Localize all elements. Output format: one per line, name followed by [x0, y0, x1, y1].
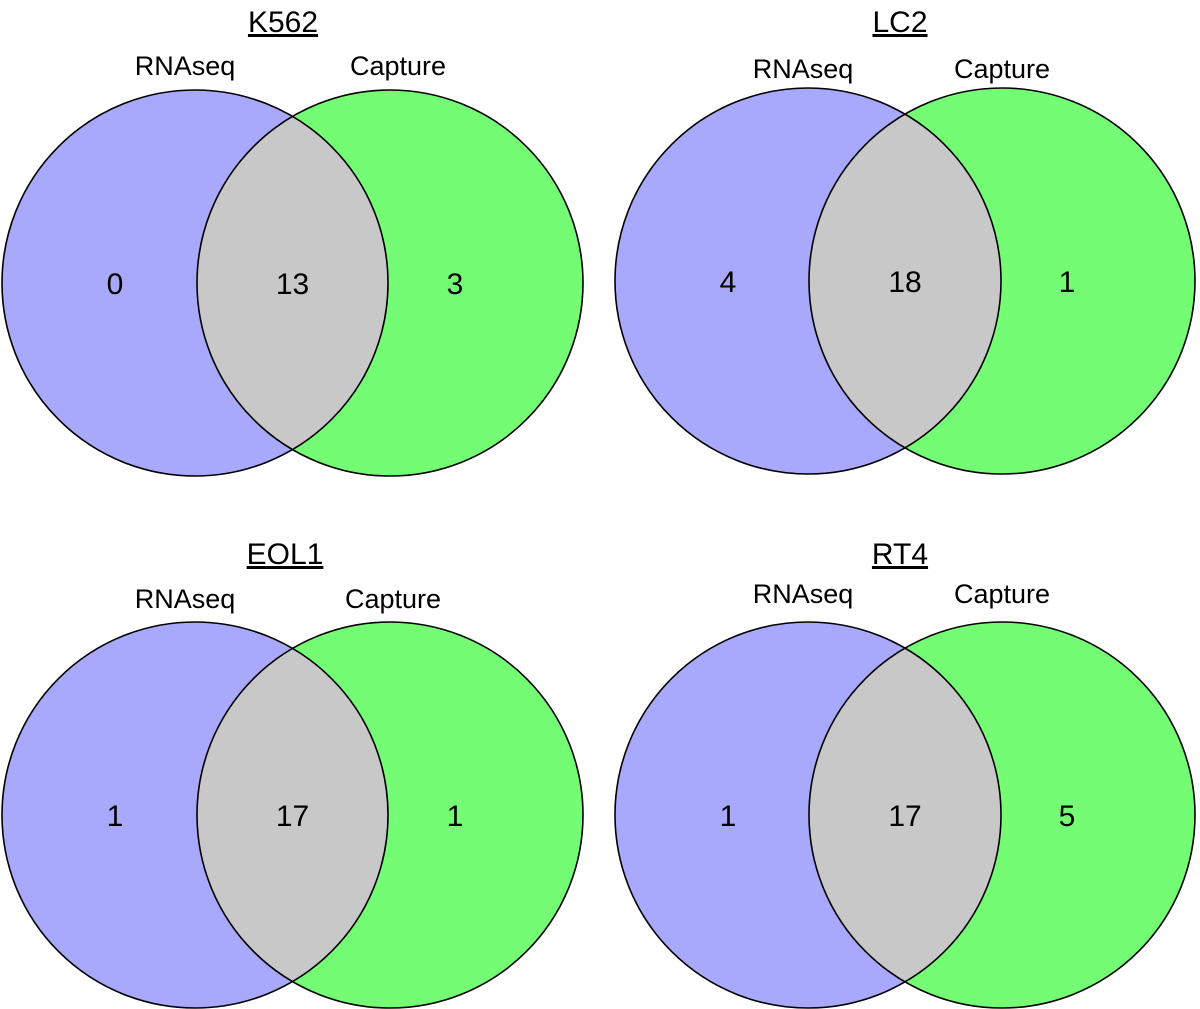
- rnaseq-only-count: 0: [107, 268, 124, 301]
- capture-circle-outline: [196, 621, 584, 1009]
- overlap-count: 17: [276, 800, 309, 833]
- panel-title: EOL1: [247, 538, 324, 571]
- overlap-count: 17: [888, 800, 921, 833]
- rnaseq-label: RNAseq: [753, 54, 854, 84]
- rnaseq-label: RNAseq: [135, 51, 236, 81]
- capture-only-count: 5: [1059, 800, 1076, 833]
- rnaseq-label: RNAseq: [753, 579, 854, 609]
- panel-title: RT4: [872, 538, 928, 571]
- overlap-region: [809, 88, 1001, 474]
- rnaseq-circle-outline: [614, 621, 1002, 1009]
- overlap-region: [809, 622, 1001, 1008]
- capture-circle-outline: [196, 89, 584, 477]
- capture-only-count: 1: [1059, 266, 1076, 299]
- capture-circle-outline: [808, 87, 1196, 475]
- capture-label: Capture: [954, 54, 1050, 84]
- capture-only-count: 1: [447, 800, 464, 833]
- panel-title: K562: [248, 6, 318, 39]
- rnaseq-only-count: 1: [720, 800, 737, 833]
- overlap-count: 13: [276, 268, 309, 301]
- panel-title: LC2: [872, 6, 927, 39]
- capture-label: Capture: [350, 51, 446, 81]
- rnaseq-circle-outline: [1, 89, 389, 477]
- rnaseq-circle-outline: [1, 621, 389, 1009]
- rnaseq-label: RNAseq: [135, 584, 236, 614]
- overlap-region: [197, 622, 388, 1008]
- capture-label: Capture: [345, 584, 441, 614]
- rnaseq-only-count: 1: [107, 800, 124, 833]
- rnaseq-only-count: 4: [720, 266, 737, 299]
- overlap-count: 18: [888, 266, 921, 299]
- rnaseq-circle-outline: [614, 87, 1002, 475]
- capture-label: Capture: [954, 579, 1050, 609]
- capture-only-count: 3: [447, 268, 464, 301]
- capture-circle-outline: [808, 621, 1196, 1009]
- overlap-region: [197, 90, 388, 476]
